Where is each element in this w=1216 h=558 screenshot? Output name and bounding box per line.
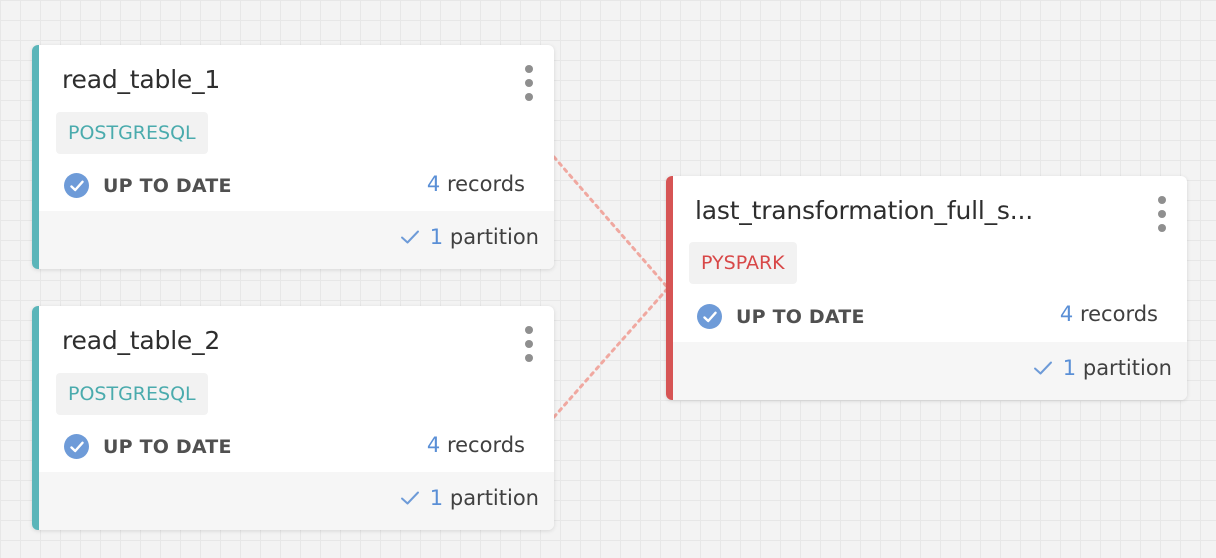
- more-vertical-icon[interactable]: [519, 326, 539, 362]
- edge-read-table-1-to-transformation: [552, 155, 670, 290]
- status-label: UP TO DATE: [736, 305, 865, 328]
- partition-count: 1 partition: [400, 225, 539, 249]
- node-footer: 1 partition: [39, 211, 554, 269]
- check-circle-icon: [697, 304, 722, 329]
- node-type-tag: PYSPARK: [689, 242, 797, 284]
- edge-read-table-2-to-transformation: [552, 286, 670, 419]
- node-accent: [666, 176, 673, 400]
- partition-count: 1 partition: [1033, 356, 1172, 380]
- check-icon: [400, 229, 420, 245]
- status-label: UP TO DATE: [103, 174, 232, 197]
- more-vertical-icon[interactable]: [1152, 196, 1172, 232]
- node-status: UP TO DATE: [697, 304, 865, 329]
- node-title: read_table_2: [62, 326, 221, 355]
- check-icon: [1033, 360, 1053, 376]
- check-circle-icon: [64, 173, 89, 198]
- node-title: read_table_1: [62, 65, 221, 94]
- node-read-table-1[interactable]: read_table_1 POSTGRESQL UP TO DATE 4 rec…: [32, 45, 554, 269]
- node-footer: 1 partition: [39, 472, 554, 530]
- status-label: UP TO DATE: [103, 435, 232, 458]
- check-icon: [400, 490, 420, 506]
- node-read-table-2[interactable]: read_table_2 POSTGRESQL UP TO DATE 4 rec…: [32, 306, 554, 530]
- partition-count: 1 partition: [400, 486, 539, 510]
- check-circle-icon: [64, 434, 89, 459]
- records-count: 4 records: [426, 172, 525, 196]
- node-last-transformation[interactable]: last_transformation_full_s... PYSPARK UP…: [666, 176, 1187, 400]
- node-accent: [32, 45, 39, 269]
- records-count: 4 records: [1059, 302, 1158, 326]
- node-type-tag: POSTGRESQL: [56, 373, 208, 415]
- node-status: UP TO DATE: [64, 173, 232, 198]
- node-accent: [32, 306, 39, 530]
- node-status: UP TO DATE: [64, 434, 232, 459]
- node-footer: 1 partition: [673, 342, 1187, 400]
- more-vertical-icon[interactable]: [519, 65, 539, 101]
- node-type-tag: POSTGRESQL: [56, 112, 208, 154]
- node-title: last_transformation_full_s...: [695, 196, 1033, 225]
- records-count: 4 records: [426, 433, 525, 457]
